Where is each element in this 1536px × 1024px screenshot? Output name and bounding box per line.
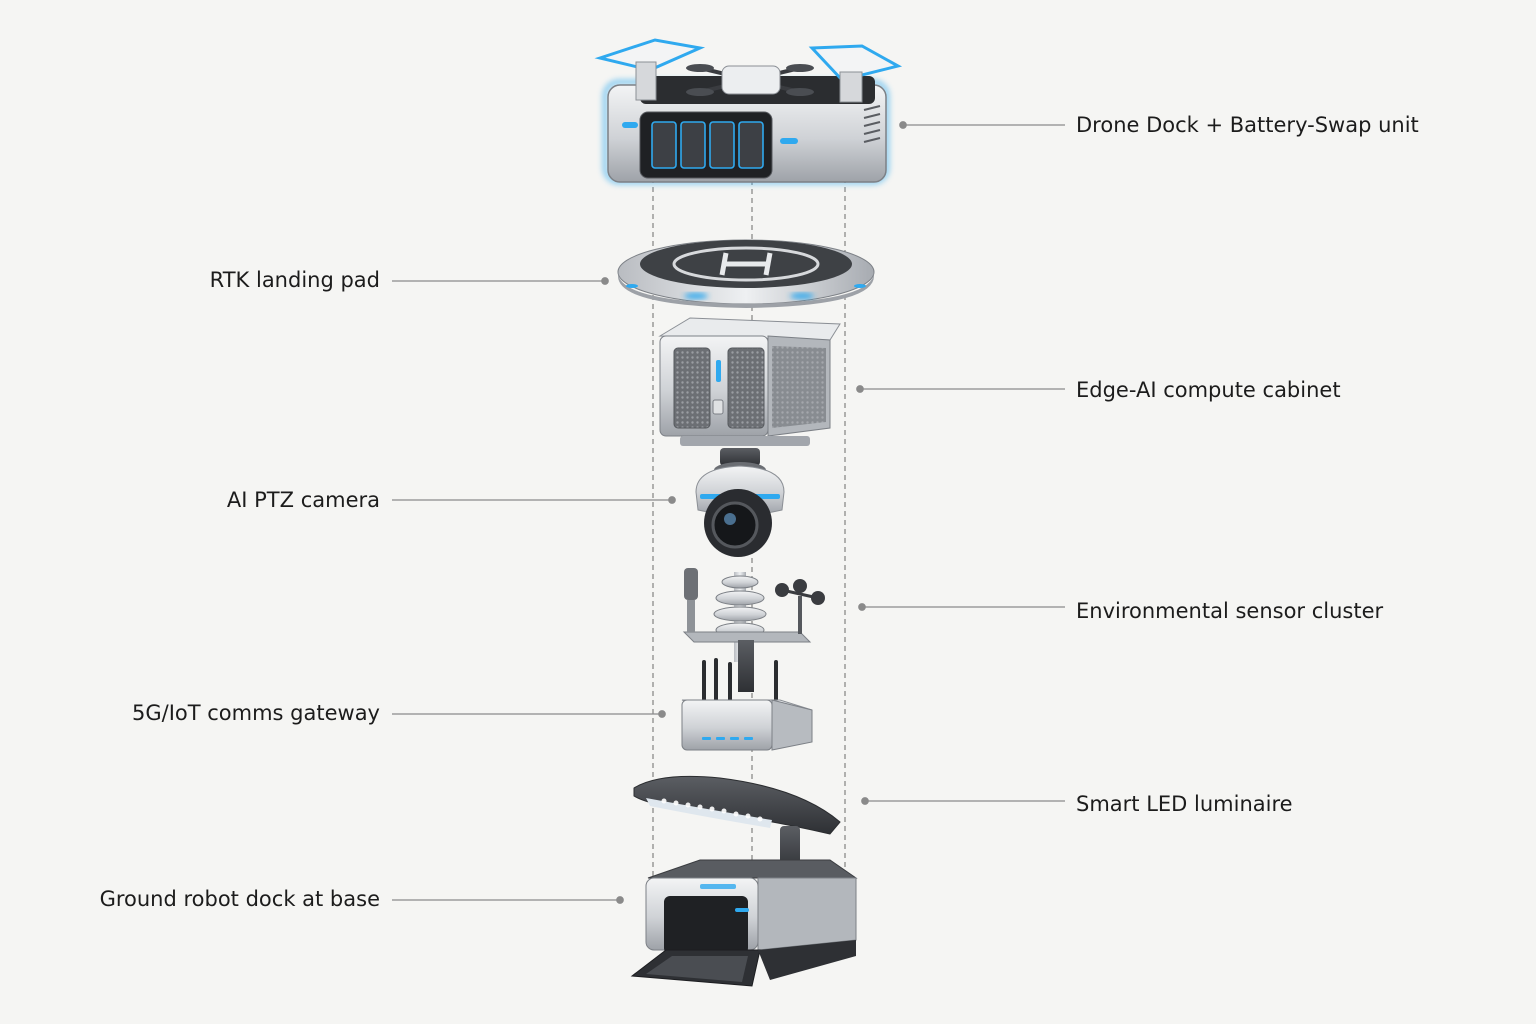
dock-lid-right <box>808 44 903 103</box>
quadcopter-icon <box>686 64 814 96</box>
callout-edge-ai-cabinet: Edge-AI compute cabinet <box>1076 378 1341 402</box>
environmental-sensor-cluster <box>682 568 825 692</box>
battery-slots <box>651 121 764 169</box>
callout-comms-gateway: 5G/IoT comms gateway <box>131 701 380 725</box>
callout-environmental-sensor: Environmental sensor cluster <box>1076 599 1384 623</box>
smart-led-luminaire <box>633 775 841 874</box>
callout-smart-led-luminaire: Smart LED luminaire <box>1076 792 1293 816</box>
callout-drone-dock: Drone Dock + Battery-Swap unit <box>1076 113 1419 137</box>
drone-dock-unit <box>594 38 903 185</box>
vent-grille <box>863 105 881 143</box>
anemometer-icon <box>775 579 825 634</box>
ptz-camera <box>695 448 785 557</box>
ground-robot-dock <box>630 859 858 987</box>
callout-ptz-camera: AI PTZ camera <box>226 488 380 512</box>
leader-lines <box>392 121 1065 904</box>
helipad-h-icon <box>719 252 773 276</box>
callout-ground-robot-dock: Ground robot dock at base <box>99 887 380 911</box>
antenna-icons <box>702 658 778 702</box>
callout-rtk-landing-pad: RTK landing pad <box>209 268 380 292</box>
comms-gateway <box>681 658 813 751</box>
dock-lid-left <box>594 38 706 101</box>
edge-ai-cabinet <box>658 317 841 446</box>
rtk-landing-pad <box>617 239 875 308</box>
